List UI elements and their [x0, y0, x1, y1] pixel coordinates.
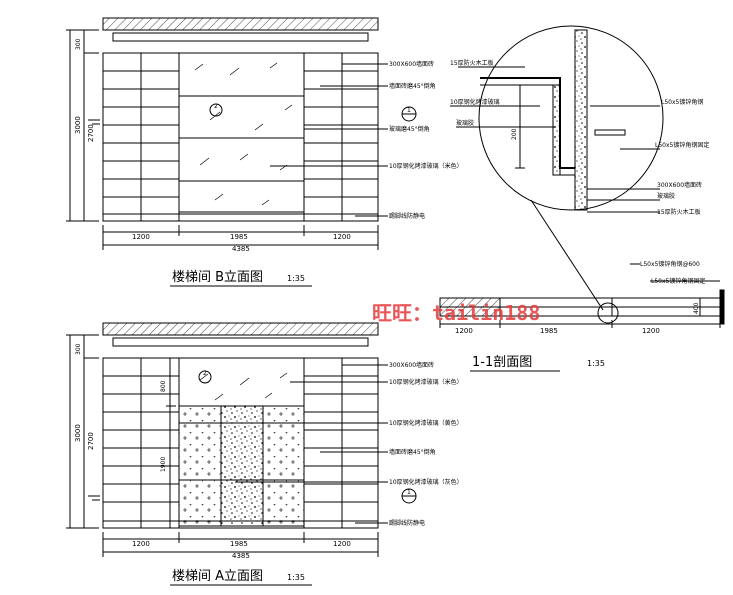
dim-lower: 1900 — [160, 457, 167, 472]
label: 300X600墙面砖 — [389, 60, 434, 68]
detail-circle — [450, 25, 664, 213]
label: 10厚钢化烤漆玻璃（灰色） — [389, 478, 463, 486]
label: 300X600墙面砖 — [389, 361, 434, 369]
label: 10厚钢化烤漆玻璃（米色） — [389, 162, 463, 170]
dim-w1: 1200 — [132, 540, 150, 548]
label: L50x5镀锌角钢 — [661, 98, 703, 106]
dim-w3: 1200 — [333, 233, 351, 241]
dim-side: 400 — [693, 302, 700, 314]
scale: 1:35 — [287, 274, 305, 283]
dim-w3: 1200 — [333, 540, 351, 548]
dim-w1: 1200 — [455, 327, 473, 335]
section-title: 1-1剖面图 — [472, 355, 532, 370]
watermark: 旺旺：tailin188 — [372, 301, 540, 325]
dim-w3: 1200 — [642, 327, 660, 335]
label: L50x5镀锌角钢固定 — [655, 141, 709, 149]
dim-inner-height: 2700 — [87, 124, 95, 142]
dim-w2: 1985 — [540, 327, 558, 335]
elevation-a — [66, 322, 417, 557]
dim-upper: 800 — [160, 380, 167, 392]
center-mark: 2 — [203, 370, 207, 377]
label: 玻璃胶 — [456, 119, 474, 127]
label-top: L50x5镀锌角钢@600 — [640, 260, 700, 268]
dim-top: 300 — [75, 343, 82, 355]
title: 楼梯间 B立面图 — [172, 270, 263, 285]
label: 300X600墙面砖 — [657, 181, 702, 189]
label: 15厚防火木工板 — [450, 59, 494, 67]
label: 踢脚线防静电 — [389, 519, 425, 527]
dim-total-width: 4385 — [232, 552, 250, 560]
label: 玻璃磨45°倒角 — [389, 125, 430, 133]
center-mark: 2 — [214, 103, 218, 110]
label: 10厚钢化烤漆玻璃 — [450, 98, 500, 106]
scale: 1:35 — [287, 573, 305, 582]
detail-connector — [530, 199, 604, 311]
dim-top: 300 — [75, 38, 82, 50]
elevation-b — [66, 17, 417, 250]
section-text: L50x5镀锌角钢@600 L50x5镀锌角钢固定 1200 1985 1200… — [455, 260, 705, 372]
section-1-1 — [439, 263, 725, 328]
label: 踢脚线防静电 — [389, 212, 425, 220]
elevation-b-text: 3000 2700 300 1200 1985 1200 4385 1 2 30… — [74, 38, 463, 287]
label: 墙面砖磨45°倒角 — [389, 82, 436, 90]
label-right: L50x5镀锌角钢固定 — [651, 277, 705, 285]
title: 楼梯间 A立面图 — [172, 569, 263, 584]
label: 墙面砖磨45°倒角 — [389, 448, 436, 456]
label: 15厚防火木工板 — [657, 208, 701, 216]
section-scale: 1:35 — [587, 359, 605, 368]
elevation-a-text: 3000 2700 300 800 1900 1200 1985 1200 43… — [74, 343, 463, 586]
detail-callout-circle — [597, 302, 619, 324]
dim-total-height: 3000 — [74, 424, 82, 442]
dim-total-height: 3000 — [74, 116, 82, 134]
detail-text: 15厚防火木工板 10厚钢化烤漆玻璃 玻璃胶 L50x5镀锌角钢 L50x5镀锌… — [450, 59, 709, 216]
section-mark: 1 — [407, 489, 411, 496]
dim: 200 — [511, 128, 518, 140]
dim-inner-height: 2700 — [87, 432, 95, 450]
label: 10厚钢化烤漆玻璃（黄色） — [389, 419, 463, 427]
label: 玻璃胶 — [657, 192, 675, 200]
dim-w2: 1985 — [230, 540, 248, 548]
dim-w1: 1200 — [132, 233, 150, 241]
label: 10厚钢化烤漆玻璃（米色） — [389, 378, 463, 386]
section-mark: 1 — [407, 107, 411, 114]
dim-total-width: 4385 — [232, 245, 250, 253]
dim-w2: 1985 — [230, 233, 248, 241]
